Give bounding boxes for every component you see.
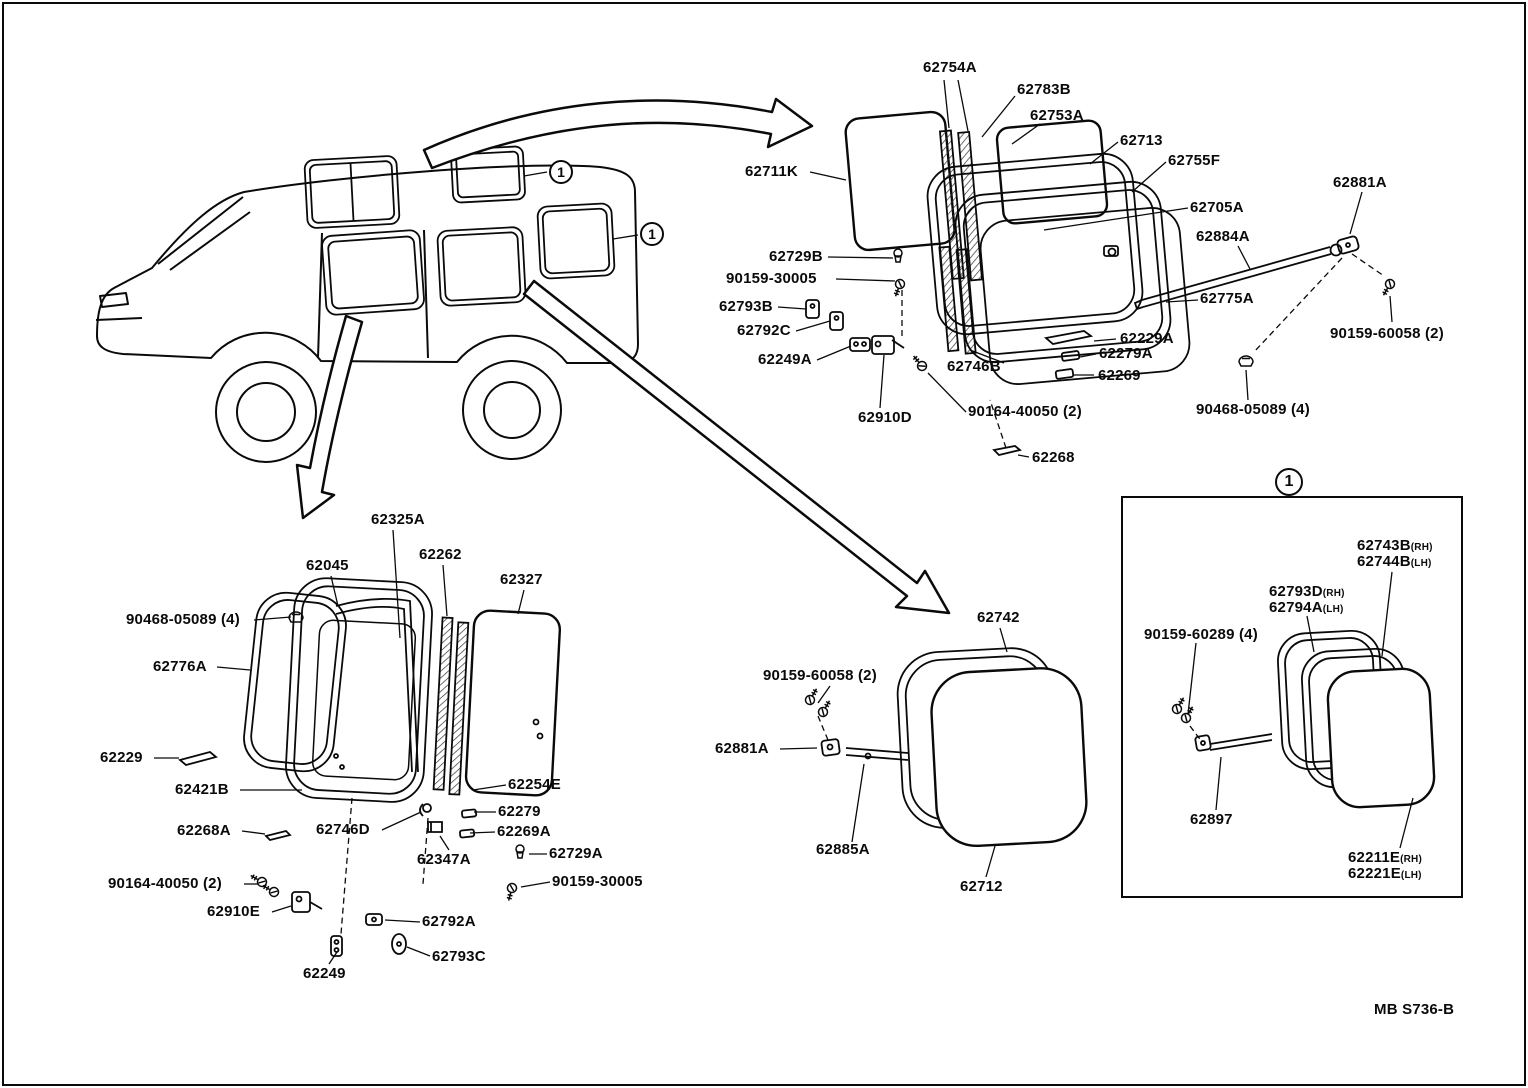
part-label-62792C: 62792C [737,322,791,339]
callout-circle-1-rear-window: 1 [640,222,664,246]
part-label-62793B: 62793B [719,298,773,315]
part-label-62254E: 62254E [508,776,561,793]
part-number: 62793D [1269,583,1323,600]
part-label-62746D: 62746D [316,821,370,838]
part-label-90468-05089-upper: 90468-05089 (4) [1196,401,1310,418]
part-number: 62221E [1348,865,1401,882]
part-suffix-lh: (LH) [1410,558,1432,569]
part-label-62897: 62897 [1190,811,1233,828]
arrow-to-center [522,279,951,615]
part-label-62753A: 62753A [1030,107,1084,124]
part-suffix-rh: (RH) [1400,854,1422,865]
part-suffix-rh: (RH) [1410,542,1433,553]
leader-lines [154,79,1414,965]
part-label-62347A: 62347A [417,851,471,868]
part-label-62249: 62249 [303,965,346,982]
part-label-90159-30005-upper: 90159-30005 [726,270,817,287]
part-label-62712: 62712 [960,878,1003,895]
dashed-leader-lines [340,253,1385,935]
part-label-62262: 62262 [419,546,462,563]
part-label-62742: 62742 [977,609,1020,626]
callout-circle-1-inset: 1 [1275,468,1303,496]
part-number: 62743B [1357,537,1411,554]
part-label-90468-05089-lower: 90468-05089 (4) [126,611,240,628]
part-label-62711K: 62711K [745,163,798,180]
part-label-62279A: 62279A [1099,345,1153,362]
inset-box [1121,496,1463,898]
part-label-62249A: 62249A [758,351,812,368]
part-label-62279: 62279 [498,803,541,820]
part-label-62744B: 62744B(LH) [1357,554,1432,572]
part-label-62881A-center: 62881A [715,740,769,757]
part-label-62783B: 62783B [1017,81,1071,98]
part-number: 62211E [1348,849,1401,866]
part-suffix-rh: (RH) [1322,588,1345,599]
part-label-62792A: 62792A [422,913,476,930]
part-label-62754A: 62754A [923,59,977,76]
part-label-62325A: 62325A [371,511,425,528]
van-outline [95,164,639,463]
part-label-62776A: 62776A [153,658,207,675]
part-number: 62744B [1357,553,1411,570]
part-label-62045: 62045 [306,557,349,574]
part-label-62885A: 62885A [816,841,870,858]
part-label-62793C: 62793C [432,948,486,965]
part-number: 62794A [1269,599,1323,616]
part-label-90164-40050-upper: 90164-40050 (2) [968,403,1082,420]
part-label-90159-60289: 90159-60289 (4) [1144,626,1258,643]
part-label-62713: 62713 [1120,132,1163,149]
part-label-62881A-upper: 62881A [1333,174,1387,191]
callout-circle-1-window: 1 [549,160,573,184]
part-label-90159-30005-lower: 90159-30005 [552,873,643,890]
part-label-62910E: 62910E [207,903,260,920]
part-label-90164-40050-lower: 90164-40050 (2) [108,875,222,892]
lower-left-assembly [178,577,562,957]
arrow-to-lower-left [295,314,364,520]
center-assembly [802,647,1088,848]
part-label-62211E: 62211E(RH) [1348,850,1422,868]
part-label-62229A: 62229A [1120,330,1174,347]
part-label-62743B: 62743B(RH) [1357,538,1433,556]
page-code: MB S736-B [1374,1001,1455,1018]
part-label-62327: 62327 [500,571,543,588]
part-label-62793D: 62793D(RH) [1269,584,1345,602]
part-suffix-lh: (LH) [1322,604,1344,615]
part-label-90159-60058-upper: 90159-60058 (2) [1330,325,1444,342]
part-label-62729A: 62729A [549,845,603,862]
arrow-to-upper-right [422,97,814,170]
part-label-62221E: 62221E(LH) [1348,866,1422,884]
explode-arrows [295,97,951,615]
part-label-62775A: 62775A [1200,290,1254,307]
part-label-62755F: 62755F [1168,152,1221,169]
part-label-62269: 62269 [1098,367,1141,384]
part-label-62268A: 62268A [177,822,231,839]
part-label-62421B: 62421B [175,781,229,798]
part-label-62746B: 62746B [947,358,1001,375]
upper-right-assembly [805,110,1398,456]
part-label-62268: 62268 [1032,449,1075,466]
part-label-62229: 62229 [100,749,143,766]
part-label-62729B: 62729B [769,248,823,265]
part-label-62884A: 62884A [1196,228,1250,245]
part-label-62910D: 62910D [858,409,912,426]
part-label-62794A: 62794A(LH) [1269,600,1344,618]
part-label-90159-60058-center: 90159-60058 (2) [763,667,877,684]
part-label-62269A: 62269A [497,823,551,840]
part-label-62705A: 62705A [1190,199,1244,216]
part-suffix-lh: (LH) [1400,870,1422,881]
